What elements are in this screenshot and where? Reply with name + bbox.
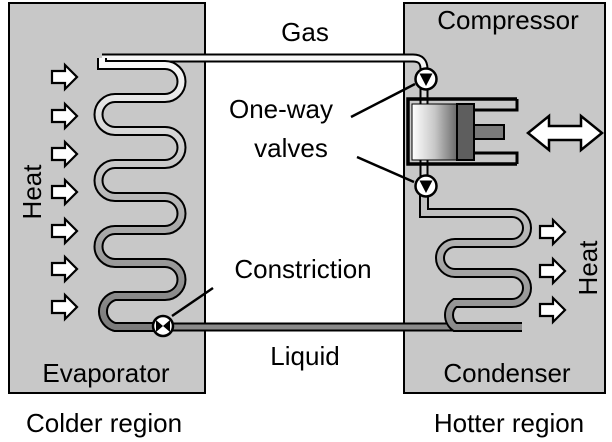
hotter-region-label: Hotter region: [434, 408, 584, 438]
compressor-label: Compressor: [437, 5, 579, 35]
valve-leader-top: [350, 82, 416, 119]
valve-icon: [414, 67, 438, 91]
one-way-valves-label-line2: valves: [254, 133, 328, 163]
gas-label: Gas: [281, 17, 329, 47]
heat-out-label: Heat: [573, 240, 603, 296]
double-arrow-icon: [526, 113, 604, 153]
valve-leader-bottom: [356, 155, 415, 184]
heat-in-label: Heat: [17, 164, 47, 220]
heat-out-arrows: [538, 218, 567, 324]
compressor-cylinder: [406, 97, 519, 166]
constriction-label: Constriction: [234, 254, 371, 284]
valve-icon: [414, 174, 438, 198]
liquid-label: Liquid: [270, 341, 339, 371]
colder-region-label: Colder region: [26, 408, 182, 438]
constriction-leader: [171, 286, 214, 318]
constriction-icon: [151, 314, 175, 338]
evaporator-label: Evaporator: [42, 358, 170, 388]
compressor-piston: [411, 103, 458, 161]
condenser-label: Condenser: [443, 358, 571, 388]
condenser-coil: [419, 195, 532, 332]
one-way-valves-label-line1: One-way: [229, 94, 333, 124]
hotter-region-panel: [403, 2, 606, 394]
evaporator-coil: [93, 58, 187, 332]
